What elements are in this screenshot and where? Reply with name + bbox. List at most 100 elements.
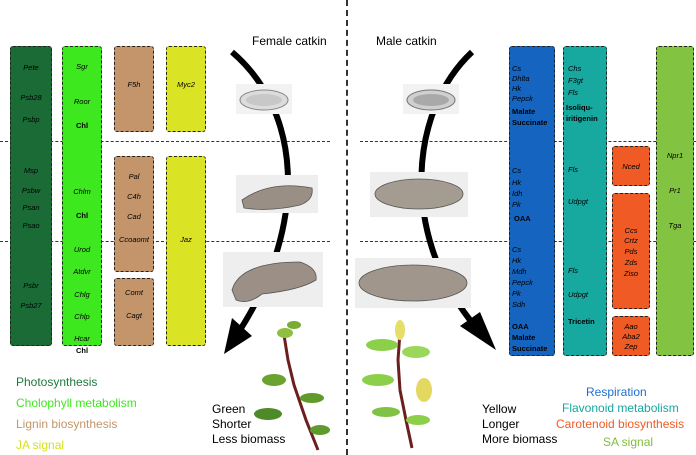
gene-cs-2: Cs <box>512 166 522 175</box>
male-branch-illustration <box>362 320 432 449</box>
gene-aao: Aao <box>624 322 638 331</box>
gene-msp: Msp <box>23 166 39 175</box>
carotenoid-box-3 <box>612 316 650 356</box>
chlorophyll-column <box>62 46 102 346</box>
gene-malate-1: Malate <box>512 107 536 116</box>
gene-ccs: Ccs <box>624 226 638 235</box>
gene-fls-2: Fls <box>568 165 578 174</box>
gene-myc2: Myc2 <box>177 80 195 89</box>
gene-oaa-1: OAA <box>514 214 531 223</box>
gene-idh: Idh <box>512 189 523 198</box>
gene-chl-1: Chl <box>75 121 89 130</box>
gene-chlm: Chlm <box>73 187 91 196</box>
gene-succinate-2: Succinate <box>512 344 548 353</box>
male-title: Male catkin <box>376 34 437 48</box>
carotenoid-box-1 <box>612 146 650 186</box>
female-branch-illustration <box>254 321 330 451</box>
gene-cs-1: Cs <box>512 64 522 73</box>
gene-psb28: Psb28 <box>20 93 42 102</box>
lignin-box-3 <box>114 278 154 346</box>
gene-psbr: Psbr <box>23 281 39 290</box>
gene-jaz: Jaz <box>180 235 192 244</box>
male-trait-biomass: More biomass <box>482 432 558 446</box>
gene-fls-1: Fls <box>568 88 578 97</box>
gene-npr1: Npr1 <box>666 151 684 160</box>
male-catkin-stage-1 <box>403 84 459 114</box>
gene-f5h: F5h <box>127 80 141 89</box>
legend-ja: JA signal <box>16 438 65 452</box>
gene-fls-3: Fls <box>568 266 578 275</box>
gene-pete: Pete <box>23 63 39 72</box>
gene-nced: Nced <box>622 162 640 171</box>
gene-pr1: Pr1 <box>669 186 681 195</box>
female-catkin-stage-1 <box>236 84 292 114</box>
gene-psan: Psan <box>22 203 40 212</box>
gene-pds: Pds <box>624 247 638 256</box>
female-catkin-stage-2 <box>236 175 318 213</box>
gene-comt: Comt <box>125 288 143 297</box>
gene-pk-2: Pk <box>512 289 521 298</box>
female-catkin-stage-3 <box>223 252 323 307</box>
photosynthesis-column <box>10 46 52 346</box>
male-trait-length: Longer <box>482 417 520 431</box>
gene-udpgt-2: Udpgt <box>568 290 589 299</box>
gene-zep: Zep <box>624 342 638 351</box>
gene-psb27: Psb27 <box>20 301 42 310</box>
gene-cad: Cad <box>127 212 141 221</box>
ja-box-1 <box>166 46 206 132</box>
flavonoid-column <box>563 46 607 356</box>
stage-divider-2-left <box>0 241 330 242</box>
gene-succinate-1: Succinate <box>512 118 548 127</box>
center-divider <box>346 0 348 455</box>
gene-pepck-1: Pepck <box>512 94 533 103</box>
female-title: Female catkin <box>252 34 327 48</box>
male-catkin-stage-2 <box>370 172 468 217</box>
respiration-column <box>509 46 555 356</box>
gene-urod: Urod <box>73 245 91 254</box>
gene-psbw: Psbw <box>21 186 41 195</box>
gene-oaa-2: OAA <box>512 322 529 331</box>
legend-flavonoid: Flavonoid metabolism <box>562 401 679 415</box>
gene-hcar: Hcar <box>74 334 90 343</box>
gene-psbp: Psbp <box>22 115 40 124</box>
carotenoid-box-2 <box>612 193 650 309</box>
legend-chlorophyll: Cholophyll metabolism <box>16 396 137 410</box>
legend-photosynthesis: Photosynthesis <box>16 375 98 389</box>
gene-pepck-2: Pepck <box>512 278 533 287</box>
gene-tga: Tga <box>668 221 682 230</box>
lignin-box-1 <box>114 46 154 132</box>
legend-respiration: Respiration <box>586 385 647 399</box>
legend-sa: SA signal <box>603 435 654 449</box>
gene-hk-2: Hk <box>512 178 522 187</box>
gene-sdh: Sdh <box>512 300 526 309</box>
legend-carotenoid: Carotenoid biosynthesis <box>556 417 685 431</box>
legend-lignin: Lignin biosynthesis <box>16 417 118 431</box>
gene-crtz: Crtz <box>624 236 638 245</box>
gene-cs-3: Cs <box>512 245 522 254</box>
gene-dhlta: Dhlta <box>512 74 530 83</box>
gene-ziso: Ziso <box>623 269 639 278</box>
lignin-box-2 <box>114 156 154 272</box>
gene-ccoaomt: Ccoaomt <box>118 235 149 244</box>
gene-chl-3: Chl <box>75 346 89 355</box>
gene-hk-3: Hk <box>512 256 522 265</box>
gene-pal: Pal <box>128 172 140 181</box>
gene-aba2: Aba2 <box>622 332 640 341</box>
gene-zds: Zds <box>624 258 638 267</box>
gene-atdvr: Atdvr <box>73 267 91 276</box>
male-catkin-stage-3 <box>355 258 471 308</box>
ja-box-2 <box>166 156 206 346</box>
gene-hk-1: Hk <box>512 84 522 93</box>
gene-chl-2: Chl <box>75 211 89 220</box>
female-trait-biomass: Less biomass <box>212 432 286 446</box>
sa-column <box>656 46 694 356</box>
gene-mdh: Mdh <box>512 267 527 276</box>
gene-malate-2: Malate <box>512 333 536 342</box>
gene-chlp: Chlp <box>74 312 90 321</box>
gene-c4h: C4h <box>127 192 141 201</box>
gene-tricetin: Tricetin <box>568 317 595 326</box>
gene-isoliquiritigenin-1: Isoliqu- <box>566 103 593 112</box>
gene-chlg: Chlg <box>74 290 90 299</box>
gene-cagt: Cagt <box>126 311 142 320</box>
